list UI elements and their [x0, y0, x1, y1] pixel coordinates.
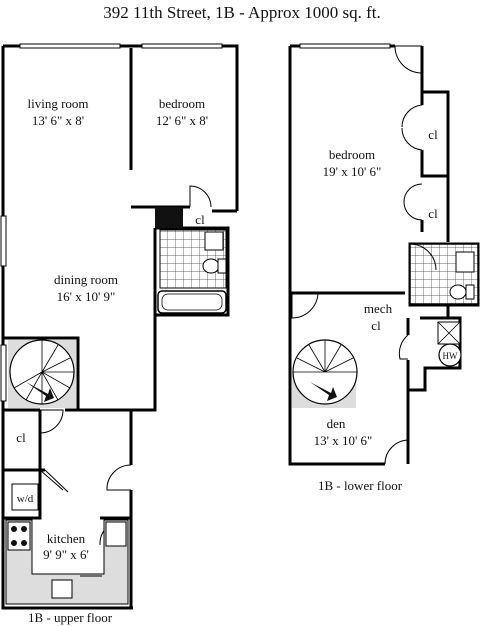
- lower-sink-icon: [455, 251, 475, 273]
- lower-spiral-stair: [292, 339, 358, 408]
- mech-label: mech: [364, 301, 393, 316]
- upper-windows: [0, 43, 223, 402]
- mech-wall: [290, 291, 460, 390]
- kitchen-dims: 9' 9" x 6': [43, 547, 89, 562]
- bath-closet-label: cl: [195, 212, 205, 227]
- upper-bathroom: [157, 229, 227, 314]
- chimney-block: [155, 207, 183, 228]
- dining-room-label: dining room: [54, 272, 118, 287]
- refrigerator-icon: [105, 521, 127, 547]
- lower-bedroom-label: bedroom: [329, 147, 375, 162]
- water-heater: HW: [437, 321, 462, 367]
- lower-window: [299, 43, 391, 49]
- stair-wall: [3, 336, 131, 412]
- stove-icon: [7, 521, 31, 551]
- kitchen-label: kitchen: [47, 531, 86, 546]
- hw-label: HW: [443, 351, 458, 361]
- closet-walls: [420, 92, 448, 232]
- hall-closet-label: cl: [16, 430, 26, 445]
- living-room-dims: 13' 6" x 8': [32, 113, 84, 128]
- den-dims: 13' x 10' 6": [314, 433, 373, 448]
- kitchen-sink-icon: [51, 579, 73, 599]
- washer-dryer: w/d: [11, 483, 39, 511]
- plan-title: 392 11th Street, 1B - Approx 1000 sq. ft…: [103, 3, 381, 22]
- lower-toilet-icon: [449, 284, 467, 300]
- bath-wall: [155, 226, 230, 317]
- lower-closet-2-label: cl: [428, 206, 438, 221]
- upper-floor: [1, 44, 239, 610]
- bedroom-label: bedroom: [159, 96, 205, 111]
- sink-icon: [204, 231, 224, 251]
- lower-bedroom-dims: 19' x 10' 6": [323, 164, 382, 179]
- den-label: den: [327, 416, 346, 431]
- dining-room-dims: 16' x 10' 9": [57, 289, 116, 304]
- lower-bathroom: [409, 243, 479, 305]
- living-room-label: living room: [27, 96, 88, 111]
- upper-floor-caption: 1B - upper floor: [28, 610, 113, 625]
- kitchen-counters: [5, 519, 129, 605]
- upper-outer-wall: [1, 44, 239, 610]
- lower-doors: [291, 45, 437, 465]
- toilet-icon: [202, 258, 220, 274]
- bedroom-wall: [129, 48, 237, 213]
- lower-closet-1-label: cl: [428, 127, 438, 142]
- upper-spiral-stair: [8, 339, 76, 408]
- bedroom-dims: 12' 6" x 8': [156, 113, 208, 128]
- svg-text:w/d: w/d: [17, 493, 34, 505]
- mech-closet-label: cl: [371, 318, 381, 333]
- lower-floor-caption: 1B - lower floor: [318, 478, 403, 493]
